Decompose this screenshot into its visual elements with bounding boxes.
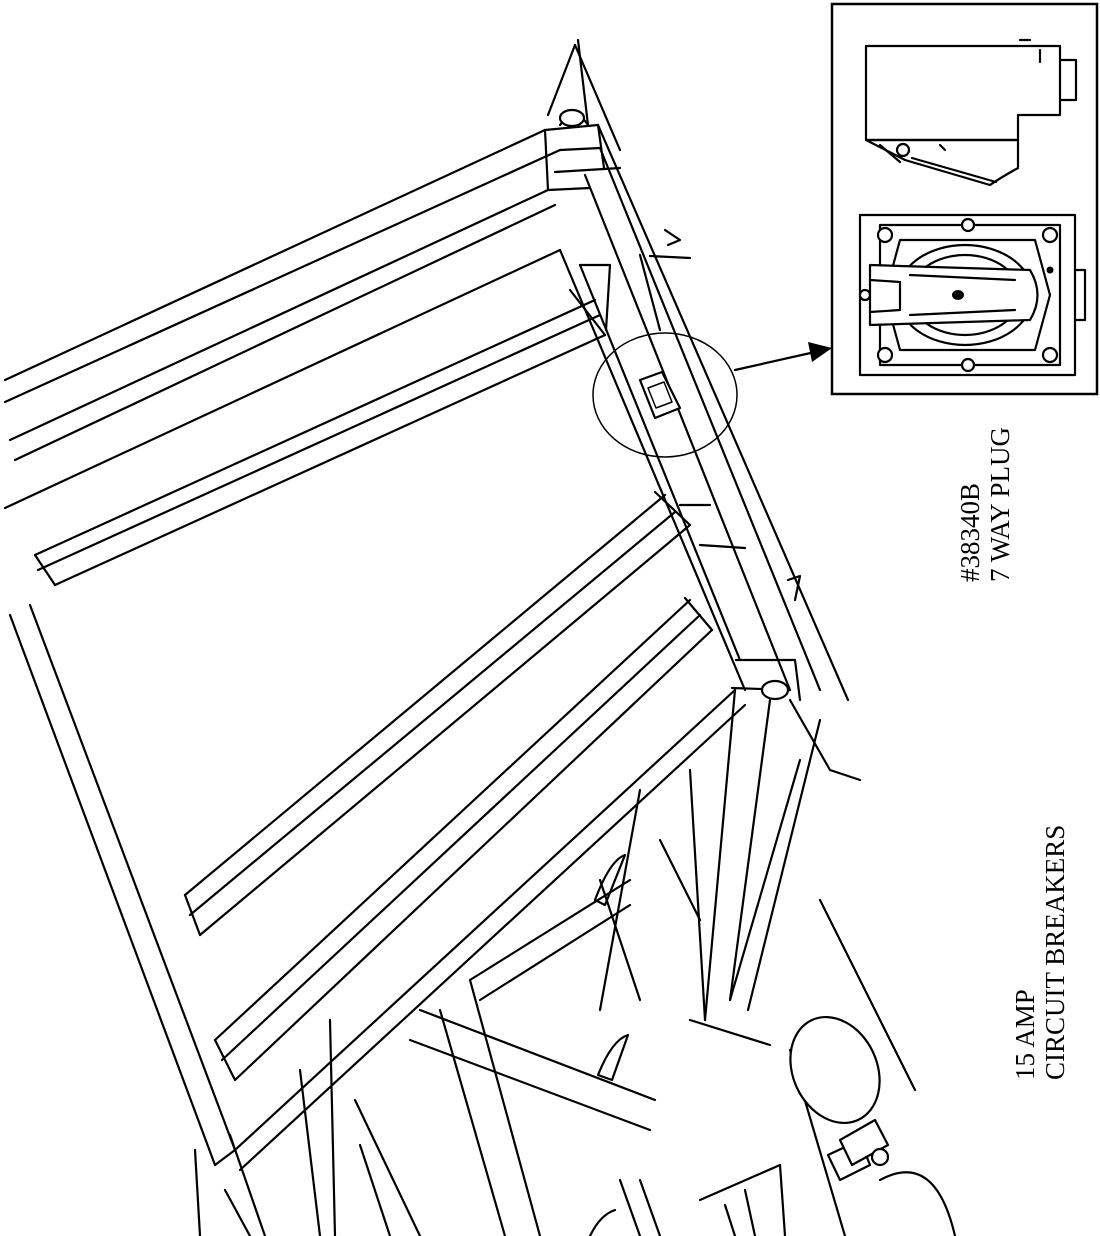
- frame-lug-top: [558, 108, 586, 128]
- callout-arrowhead: [808, 342, 832, 362]
- breaker-rating: 15 AMP: [1010, 989, 1040, 1080]
- rear-frame-section: [193, 688, 957, 1236]
- breaker-label-group: 15 AMP CIRCUIT BREAKERS: [1010, 825, 1070, 1080]
- plug-name: 7 WAY PLUG: [985, 426, 1015, 582]
- frame-lug: [760, 679, 790, 701]
- plug-detail-inset: [830, 2, 1099, 396]
- trailer-frame: [3, 38, 957, 1236]
- plug-location-callout: [592, 332, 832, 458]
- cross-beams: [33, 288, 714, 1082]
- breaker-name: CIRCUIT BREAKERS: [1040, 824, 1070, 1080]
- plug-side-view: [864, 38, 1078, 187]
- left-side-rail: [3, 128, 562, 510]
- plug-label-group: #38340B 7 WAY PLUG: [955, 427, 1015, 582]
- plug-part-number: #38340B: [955, 482, 985, 582]
- lower-side-rail: [8, 603, 747, 1172]
- front-cross-member: [543, 38, 850, 702]
- plug-front-view: [858, 213, 1087, 377]
